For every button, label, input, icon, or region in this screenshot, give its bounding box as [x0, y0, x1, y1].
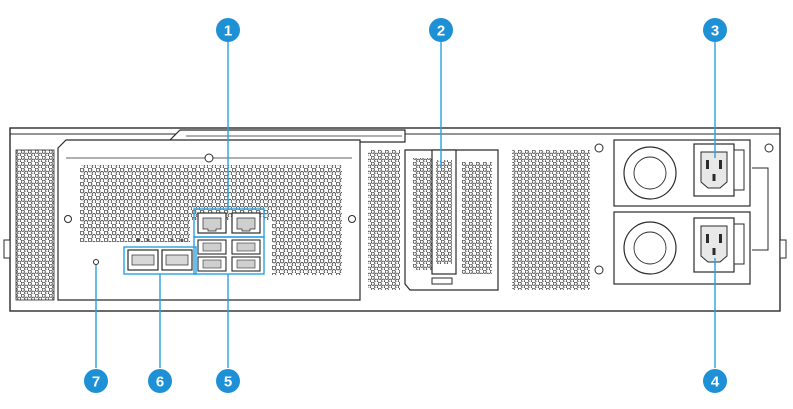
psu-1-inlet-socket: [701, 152, 727, 188]
sfp-led: [137, 239, 140, 242]
callout-3: 3: [703, 18, 727, 42]
io-vent-grille-lower-left: [80, 220, 190, 242]
psu-1-pin: [719, 160, 722, 169]
rj45-port-top-left-jack: [203, 218, 221, 231]
callout-6: 6: [148, 369, 172, 393]
psu-1-handle: [734, 150, 744, 190]
psu-1-pin: [706, 160, 709, 169]
sfp-led: [171, 239, 174, 242]
pcie-expansion-slot: [405, 150, 498, 290]
psu-2-handle: [734, 224, 744, 264]
center-left-vent: [368, 150, 400, 290]
pcie-slot-tab: [432, 278, 452, 284]
sfp-port-1-cage: [132, 255, 154, 265]
callout-5: 5: [216, 369, 240, 393]
psu-1-pin: [713, 174, 716, 181]
left-vent-grille: [16, 150, 54, 300]
io-vent-grille-lower-right: [272, 220, 342, 275]
io-screw-left: [65, 216, 72, 223]
psu-screw-right: [765, 144, 773, 152]
power-supplies: [595, 140, 773, 284]
rj45-port-mid-right-jack: [237, 243, 255, 251]
callout-1: 1: [216, 18, 240, 42]
callout-2: 2: [429, 18, 453, 42]
psu-1-fan-hub: [634, 157, 666, 189]
callout-1-number: 1: [224, 23, 232, 40]
sfp-port-2-cage: [166, 255, 188, 265]
io-vent-grille: [80, 165, 342, 220]
io-screw-right: [349, 216, 356, 223]
pcie-slot-right-vent: [462, 162, 492, 274]
pcie-slot-cover-vent: [436, 160, 452, 264]
rj45-port-low-right-jack: [237, 260, 255, 268]
chassis-left-ear: [4, 240, 10, 258]
callout-2-number: 2: [437, 23, 445, 40]
callout-7: 7: [84, 369, 108, 393]
rj45-port-mid-left-jack: [203, 243, 221, 251]
io-screw-top: [205, 154, 213, 162]
callout-3-number: 3: [711, 23, 719, 40]
center-right-vent: [512, 150, 590, 290]
callout-4: 4: [703, 369, 727, 393]
sfp-led: [147, 239, 150, 242]
psu-2-fan-hub: [634, 232, 666, 264]
chassis-right-ear: [780, 240, 786, 258]
psu-2-inlet-socket: [701, 226, 727, 262]
reset-button[interactable]: [94, 260, 99, 265]
rj45-port-top-right-jack: [237, 218, 255, 231]
sfp-led: [181, 239, 184, 242]
callout-5-number: 5: [224, 374, 232, 391]
psu-2-pin: [713, 248, 716, 255]
psu-screw-top: [595, 144, 603, 152]
psu-2-pin: [719, 234, 722, 243]
psu-2-pin: [706, 234, 709, 243]
callout-4-number: 4: [711, 374, 720, 391]
callout-7-number: 7: [92, 374, 100, 391]
callout-6-number: 6: [156, 374, 164, 391]
rj45-port-low-left-jack: [203, 260, 221, 268]
psu-screw-bottom: [595, 266, 603, 274]
